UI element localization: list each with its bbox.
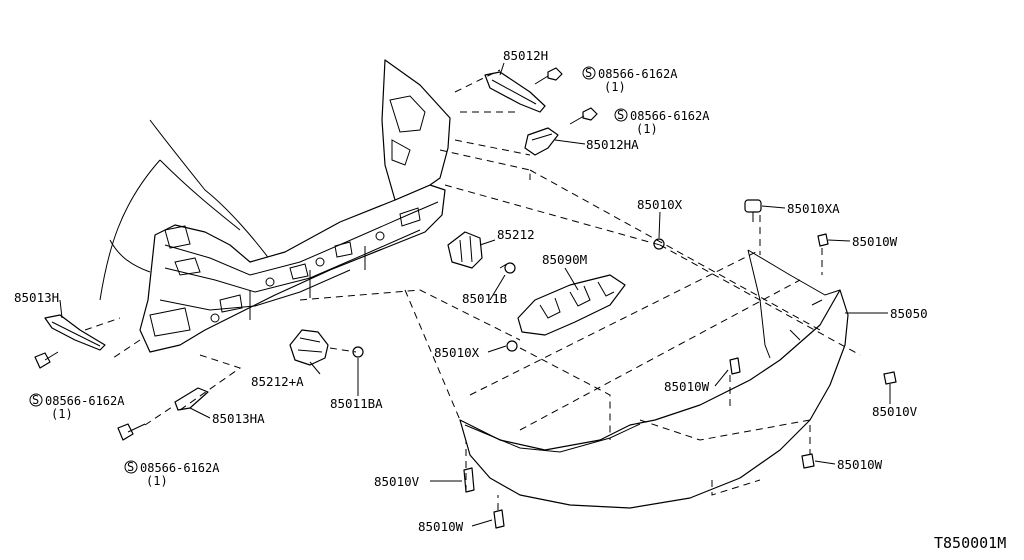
label-85010W-bottom: 85010W xyxy=(418,519,464,534)
assembly-dashed-lines xyxy=(84,69,861,510)
bumper-fascia xyxy=(459,249,849,509)
screw-qty: (1) xyxy=(51,407,73,421)
screw-callout-4: S 08566-6162A (1) xyxy=(124,460,220,488)
screw-symbol: S xyxy=(617,108,624,122)
label-85010W-top: 85010W xyxy=(852,234,898,249)
label-85010V-right: 85010V xyxy=(872,404,918,419)
label-85010X-top: 85010X xyxy=(637,197,683,212)
screw-code: 08566-6162A xyxy=(630,109,710,123)
bracket-85012H xyxy=(484,71,546,113)
label-85013H: 85013H xyxy=(14,290,59,305)
component-85212 xyxy=(447,231,516,274)
screw-symbol: S xyxy=(32,393,39,407)
bracket-85013HA xyxy=(174,387,209,411)
fasteners xyxy=(34,67,897,529)
energy-absorber xyxy=(517,274,626,336)
leader-lines xyxy=(59,62,891,527)
rear-body-panel xyxy=(99,59,451,353)
label-85050: 85050 xyxy=(890,306,928,321)
screw-qty: (1) xyxy=(636,122,658,136)
part-labels: 85012H 85012HA 85212 85011B 85090M 85010… xyxy=(14,48,928,534)
label-85013HA: 85013HA xyxy=(212,411,265,426)
label-85012HA: 85012HA xyxy=(586,137,639,152)
label-85011B: 85011B xyxy=(462,291,507,306)
screw-symbol: S xyxy=(127,460,134,474)
label-85090M: 85090M xyxy=(542,252,587,267)
component-85212A xyxy=(289,329,364,366)
label-85010W-lowright: 85010W xyxy=(837,457,883,472)
label-85011BA: 85011BA xyxy=(330,396,383,411)
screw-callout-2: S 08566-6162A (1) xyxy=(614,108,710,136)
label-85010V-bottom: 85010V xyxy=(374,474,420,489)
label-85212: 85212 xyxy=(497,227,535,242)
label-85212A: 85212+A xyxy=(251,374,304,389)
label-85012H: 85012H xyxy=(503,48,548,63)
bracket-85013H xyxy=(44,314,106,351)
screw-qty: (1) xyxy=(604,80,626,94)
screw-qty: (1) xyxy=(146,474,168,488)
screw-callout-3: S 08566-6162A (1) xyxy=(29,393,125,421)
screw-callout-1: S 08566-6162A (1) xyxy=(582,66,678,94)
bracket-85012HA xyxy=(524,127,559,156)
label-85010W-mid: 85010W xyxy=(664,379,710,394)
screw-code: 08566-6162A xyxy=(598,67,678,81)
screw-code: 08566-6162A xyxy=(45,394,125,408)
label-85010X-mid: 85010X xyxy=(434,345,480,360)
screw-code: 08566-6162A xyxy=(140,461,220,475)
screw-symbol: S xyxy=(585,66,592,80)
diagram-reference-code: T850001M xyxy=(934,534,1006,552)
label-85010XA: 85010XA xyxy=(787,201,840,216)
